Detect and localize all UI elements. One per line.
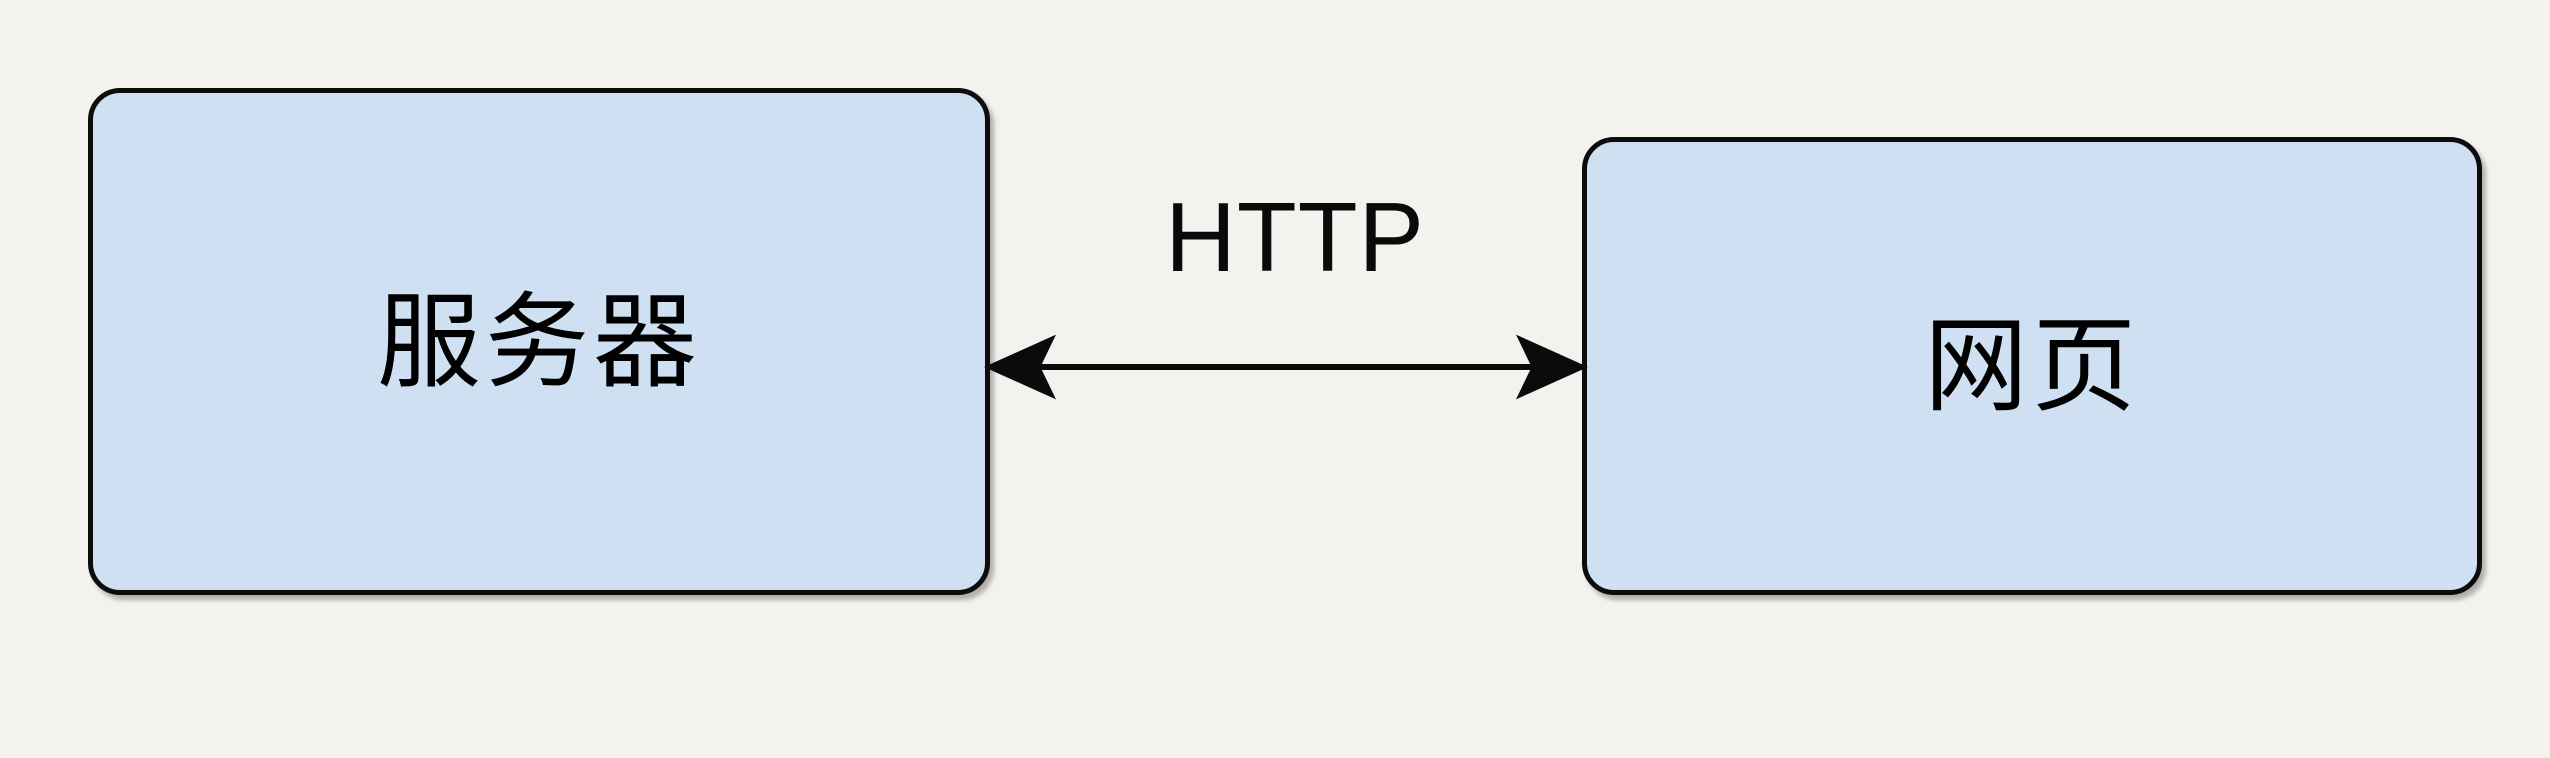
node-server-label: 服务器 — [376, 280, 701, 403]
edge-http-label: HTTP — [1165, 182, 1425, 292]
node-server[interactable]: 服务器 — [88, 88, 990, 595]
node-webpage-label: 网页 — [1923, 305, 2140, 427]
node-webpage[interactable]: 网页 — [1582, 137, 2482, 595]
